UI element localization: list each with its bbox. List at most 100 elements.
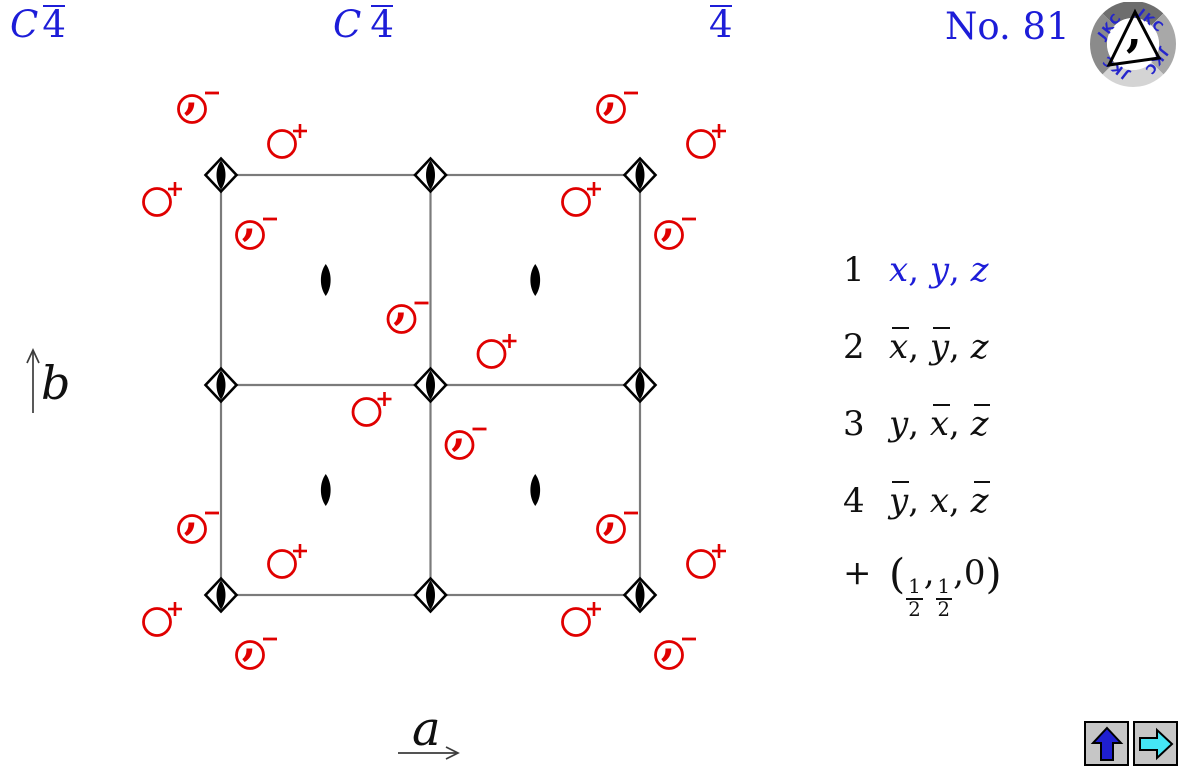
atom-below-plane-enantiomer: , [596,490,638,544]
atom-above-plane [267,124,307,159]
atom-circle [177,94,207,124]
inner-twofold-lens [426,580,435,610]
a-axis-label: a [412,701,441,757]
enantiomer-comma-icon: , [661,196,676,245]
logo-triangle [1106,8,1162,67]
inner-twofold-lens [635,580,645,610]
atom-circle [561,607,591,637]
symmetry-position-row: 4 y, x, z [843,481,990,521]
barred-coordinate: x [889,327,910,367]
symbol-barred-digit: 4 [42,3,66,46]
coordinate-text: ,0 [953,552,986,593]
atom-above-plane [142,602,182,637]
atom-circle [177,514,207,544]
atom-circle [654,640,684,670]
coordinate-text: , [908,404,930,444]
coordinate-text: z [970,250,989,290]
b-axis [26,347,40,413]
symbol-barred-digit: 4 [709,3,733,46]
atom-circle [386,304,417,334]
atom-below-plane-enantiomer: , [177,70,219,124]
atom-below-plane-enantiomer: , [654,196,696,250]
fourbar-inversion-axis-symbol [413,156,448,194]
fourbar-inversion-axis-symbol [413,366,448,404]
twofold-axis-symbol [530,474,541,506]
barred-coordinate: z [970,481,990,521]
atom-above-plane [561,602,601,637]
fourbar-inversion-axis-symbol [622,156,658,194]
atom-circle [686,549,716,579]
symmetry-position-row: 1 x, y, z [843,250,989,290]
position-coordinates: y, x, z [889,404,990,444]
atom-above-plane [142,182,182,217]
coordinate-text: ( [889,549,906,598]
symmetry-position-row: 3 y, x, z [843,404,990,444]
a-axis-arrowhead-icon [445,746,460,760]
a-axis [398,746,460,760]
symbol-letter: C [10,3,39,46]
b-axis-arrowhead-icon [26,347,40,364]
atom-circle [235,220,265,250]
enantiomer-comma-icon: , [393,280,408,329]
position-number: 1 [843,250,865,290]
symbol-letter: C [333,3,362,46]
position-number: 2 [843,327,865,367]
atom-circle [476,339,507,369]
nav-up-button[interactable] [1084,721,1129,766]
coordinate-text: , [949,481,971,521]
atom-below-plane-enantiomer: , [596,70,638,124]
point-group-symbol: 4 [709,3,733,47]
coordinate-text: , [923,552,935,593]
inner-twofold-lens [635,160,645,190]
inner-twofold-lens [216,580,226,610]
enantiomer-comma-icon: , [661,616,676,665]
atom-above-plane [686,544,726,579]
atom-circle [235,640,265,670]
twofold-axis-symbol [320,474,331,506]
atom-circle [351,397,382,427]
inner-twofold-lens [216,370,226,400]
barred-coordinate: y [889,481,910,521]
coordinate-text: y [929,250,950,290]
symmetry-elements [203,156,658,614]
position-coordinates: x, y, z [889,250,989,290]
atom-above-plane [267,544,307,579]
enantiomer-comma-icon: , [242,196,257,245]
position-number: 4 [843,481,865,521]
position-coordinates: y, x, z [889,481,990,521]
symbol-barred-digit: 4 [370,3,394,46]
inner-twofold-lens [426,160,435,190]
coordinate-text: ) [985,549,1002,598]
atom-below-plane-enantiomer: , [444,406,487,460]
fourbar-inversion-axis-symbol [203,156,239,194]
position-number: 3 [843,404,865,444]
jkc-logo-icon[interactable]: JKC JKC JKC JKC , [1086,2,1180,88]
right-arrow-icon [1138,727,1173,760]
enantiomer-comma-icon: , [451,406,466,455]
atom-circle [596,94,626,124]
fourbar-inversion-axis-symbol [203,366,239,404]
equivalent-positions-atoms: ,,,,,,,,,, [142,70,726,670]
fourbar-inversion-axis-symbol [203,576,239,614]
coordinate-text: , [949,250,971,290]
coordinate-text: z [970,327,989,367]
coordinate-text: , [908,250,930,290]
twofold-axis-symbol [320,264,331,296]
enantiomer-comma-icon: , [603,490,618,539]
atom-above-plane [476,334,517,369]
inner-twofold-lens [426,370,435,400]
atom-circle [267,549,297,579]
up-arrow-icon [1090,726,1123,761]
coordinate-text: y [889,404,909,444]
nav-next-button[interactable] [1133,721,1178,766]
logo-comma: , [1126,3,1142,57]
atom-below-plane-enantiomer: , [235,196,277,250]
position-number: + [843,552,872,593]
atom-above-plane [561,182,601,217]
atom-circle [654,220,684,250]
enantiomer-comma-icon: , [603,70,618,119]
